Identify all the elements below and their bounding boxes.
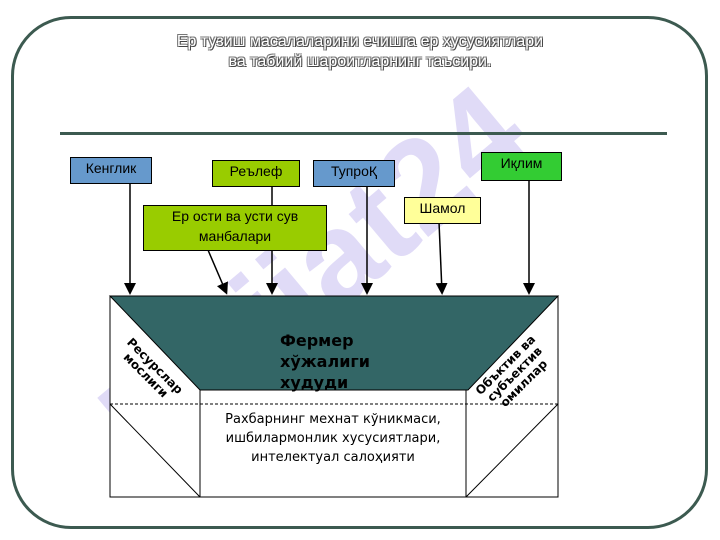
farm-area-label: Фермер хўжалиги худуди <box>280 331 370 392</box>
arrow-suv <box>207 249 228 295</box>
factor-suv: Ер ости ва усти сув манбалари <box>143 205 327 251</box>
factor-relef: Реълеф <box>212 160 300 187</box>
title-line1: Ер тузиш масалаларини ечишга ер хусусият… <box>176 33 544 50</box>
divider <box>60 132 667 135</box>
bottom-text: Рахбарнинг мехнат кўникмаси, ишбилармонл… <box>225 412 441 465</box>
slide-title: Ер тузиш масалаларини ечишга ер хусусият… <box>60 32 660 72</box>
factor-tuproq: ТупроҚ <box>313 160 395 187</box>
slide-frame <box>11 16 708 529</box>
farm-area <box>108 295 560 391</box>
title-line2: ва табиий шароитларнинг таъсири. <box>228 53 492 70</box>
factor-shamol: Шамол <box>404 197 481 224</box>
factor-iqlim: Иқлим <box>481 152 562 181</box>
inner-box <box>199 389 467 498</box>
arrow-shamol <box>435 221 448 295</box>
factor-kenglik: Кенглик <box>70 157 152 184</box>
